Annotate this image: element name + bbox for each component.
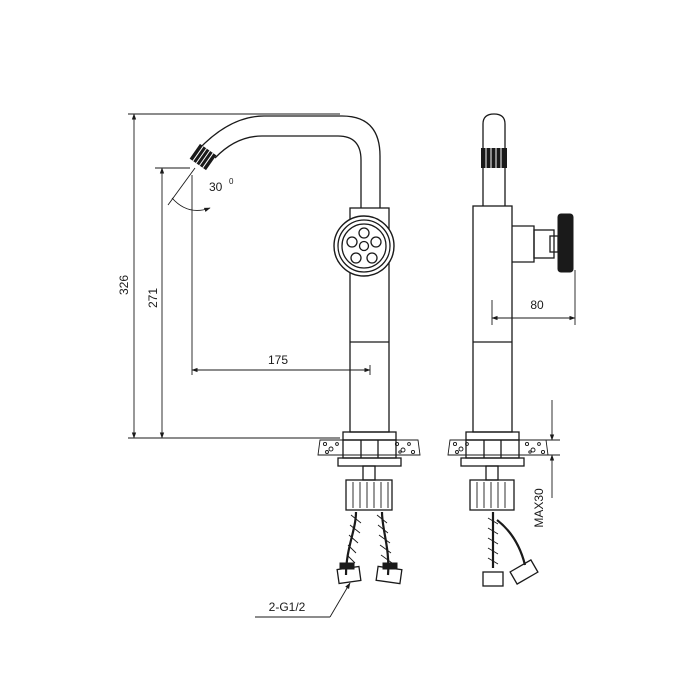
countertop-section-side xyxy=(447,439,549,456)
side-aerator xyxy=(481,148,507,168)
supply-hoses-side xyxy=(482,512,539,587)
front-nut xyxy=(345,479,393,511)
dim-max-thickness: MAX30 xyxy=(532,488,546,528)
dim-angle-unit: 0 xyxy=(229,177,234,186)
dim-handle-depth: 80 xyxy=(530,298,544,312)
front-flange xyxy=(342,431,397,441)
side-handle-knob xyxy=(557,213,574,273)
dimension-lines xyxy=(128,113,576,618)
supply-hoses-front xyxy=(336,511,403,585)
handle-wheel xyxy=(333,215,395,277)
spout-outline xyxy=(197,115,381,208)
side-nut xyxy=(469,479,515,511)
dim-connection: 2-G1/2 xyxy=(269,600,306,614)
aerator xyxy=(189,143,217,171)
dim-spout-reach: 175 xyxy=(268,353,288,367)
side-view xyxy=(447,113,574,587)
countertop-section-front xyxy=(317,439,421,456)
dim-spout-angle: 30 xyxy=(209,180,223,194)
side-spout xyxy=(482,113,506,206)
side-body xyxy=(472,205,513,433)
dim-total-height: 326 xyxy=(117,275,131,295)
front-view xyxy=(189,115,421,585)
dim-spout-height: 271 xyxy=(146,288,160,308)
